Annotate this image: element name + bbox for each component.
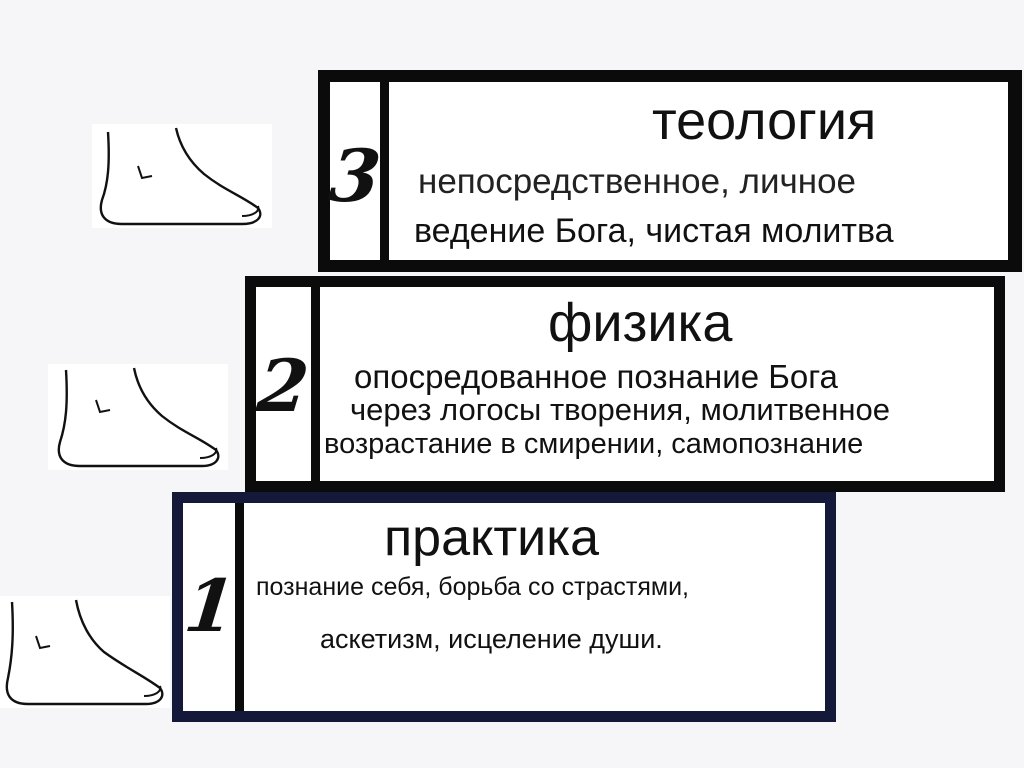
step-divider bbox=[380, 82, 389, 260]
step-number-2: 2 bbox=[253, 343, 313, 428]
step-number-1: 1 bbox=[180, 563, 240, 648]
step-box-1 bbox=[172, 492, 836, 722]
step-title-practice: практика bbox=[384, 509, 600, 567]
step-3-line-1: непосредственное, личное bbox=[418, 162, 856, 201]
step-box-2 bbox=[245, 276, 1005, 492]
step-1-line-2: аскетизм, исцеление души. bbox=[320, 624, 663, 654]
step-2-line-3: возрастание в смирении, самопознание bbox=[324, 428, 864, 460]
step-2-line-1: опосредованное познание Бога bbox=[354, 358, 838, 395]
step-3-line-2: ведение Бога, чистая молитва bbox=[414, 212, 894, 250]
foot-icon bbox=[48, 364, 228, 470]
step-title-physics: физика bbox=[548, 293, 733, 353]
step-number-3: 3 bbox=[325, 133, 385, 218]
step-1-line-1: познание себя, борьба со страстями, bbox=[256, 573, 689, 601]
step-divider bbox=[311, 287, 320, 481]
step-title-theology: теология bbox=[652, 91, 877, 151]
step-2-line-2: через логосы творения, молитвенное bbox=[350, 392, 891, 427]
foot-icon bbox=[92, 124, 272, 228]
foot-icon bbox=[0, 596, 170, 708]
step-divider bbox=[235, 503, 244, 711]
step-box-3 bbox=[318, 70, 1022, 272]
